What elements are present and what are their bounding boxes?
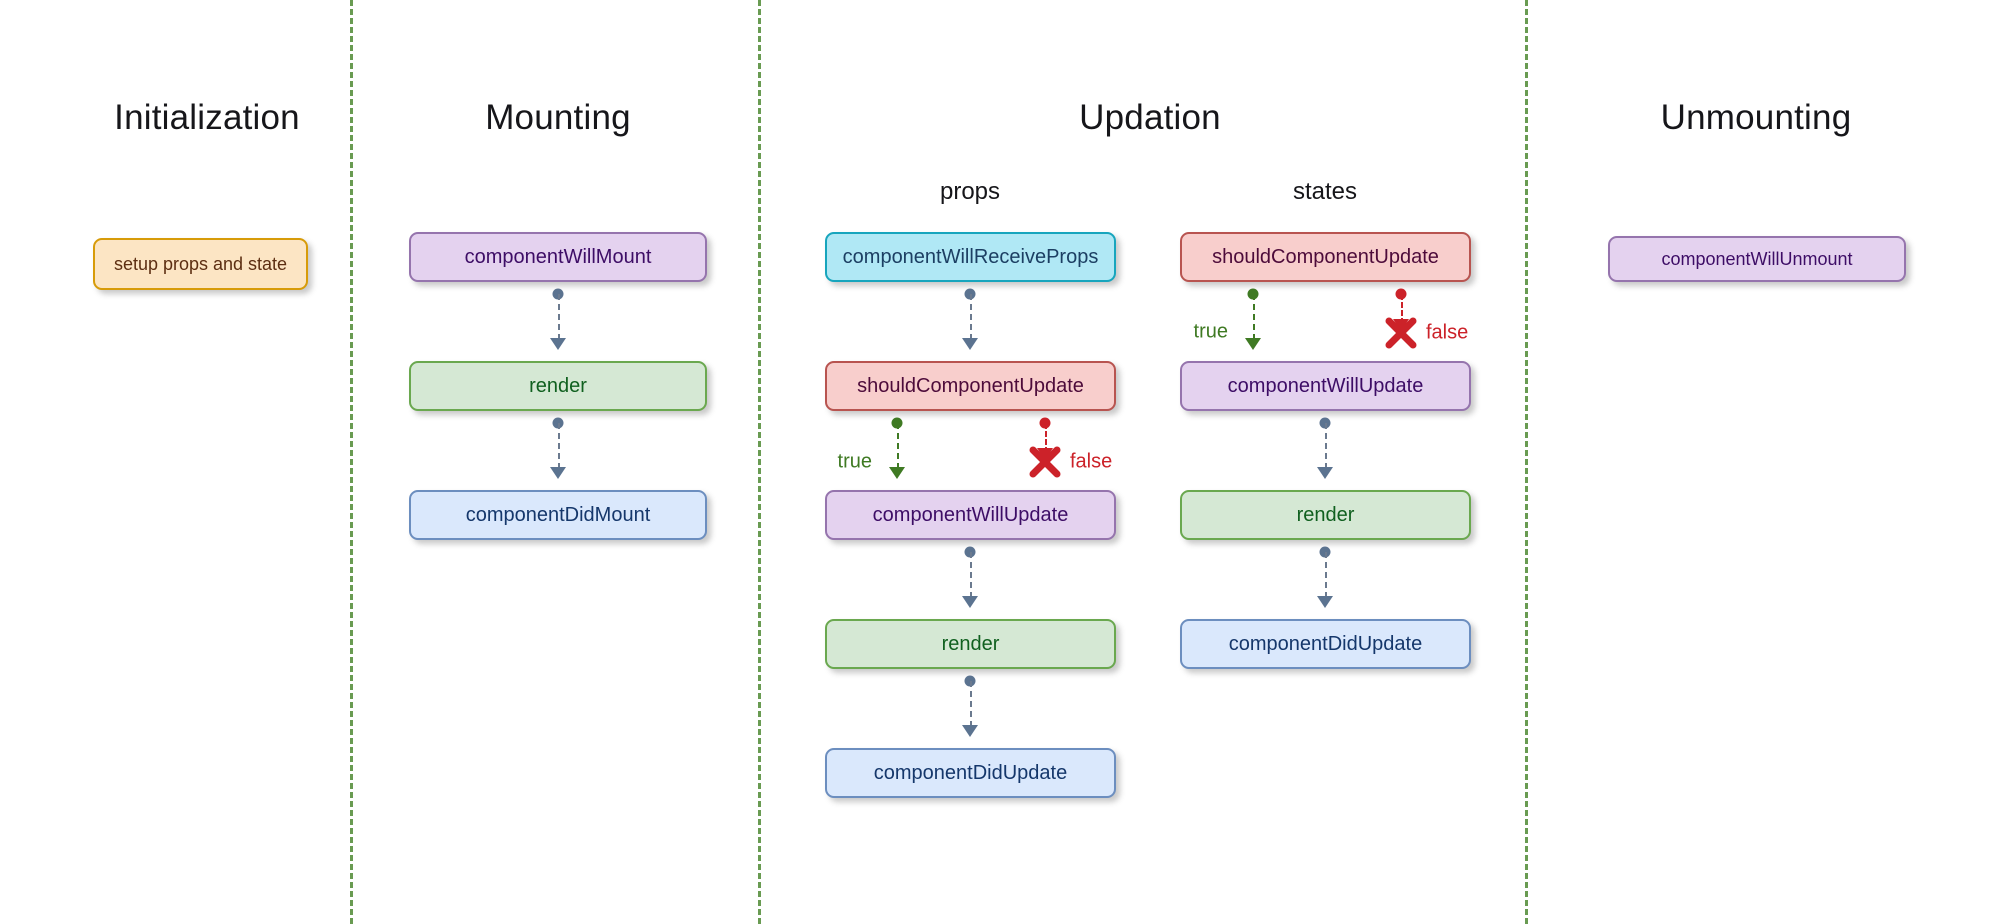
blocked-x-icon (1028, 445, 1062, 479)
branch-label-true: true (1193, 320, 1228, 343)
node-render-mounting[interactable]: render (409, 361, 707, 411)
branch-label-false: false (1426, 321, 1469, 344)
connector-arrowhead (1317, 596, 1333, 608)
section-divider-1 (350, 0, 353, 924)
branch-label-false: false (1070, 450, 1113, 473)
branch-arrowhead-true (889, 467, 905, 479)
node-component-will-mount[interactable]: componentWillMount (409, 232, 707, 282)
connector-arrowhead (962, 725, 978, 737)
section-title-mounting: Mounting (485, 98, 631, 137)
node-component-will-receive-props[interactable]: componentWillReceiveProps (825, 232, 1116, 282)
node-component-did-update-props[interactable]: componentDidUpdate (825, 748, 1116, 798)
branch-arrowhead-true (1245, 338, 1261, 350)
branch-line-true (897, 423, 899, 469)
connector-arrowhead (550, 467, 566, 479)
branch-line-false (1401, 294, 1403, 324)
connector-line (558, 294, 560, 340)
node-component-will-update-props[interactable]: componentWillUpdate (825, 490, 1116, 540)
node-component-did-update-states[interactable]: componentDidUpdate (1180, 619, 1471, 669)
section-title-updation: Updation (1079, 98, 1221, 137)
section-title-initialization: Initialization (114, 98, 300, 137)
connector-line (970, 294, 972, 340)
connector-line (1325, 423, 1327, 469)
subcolumn-title-props: props (939, 178, 1001, 205)
branch-label-true: true (837, 450, 872, 473)
connector-arrowhead (962, 596, 978, 608)
node-component-did-mount[interactable]: componentDidMount (409, 490, 707, 540)
connector-line (558, 423, 560, 469)
connector-line (970, 552, 972, 598)
connector-arrowhead (550, 338, 566, 350)
blocked-x-icon (1384, 316, 1418, 350)
section-divider-3 (1525, 0, 1528, 924)
connector-arrowhead (962, 338, 978, 350)
node-component-will-unmount[interactable]: componentWillUnmount (1608, 236, 1906, 282)
section-divider-2 (758, 0, 761, 924)
subcolumn-title-states: states (1292, 178, 1358, 205)
node-render-states[interactable]: render (1180, 490, 1471, 540)
node-should-component-update-props[interactable]: shouldComponentUpdate (825, 361, 1116, 411)
connector-line (970, 681, 972, 727)
branch-line-true (1253, 294, 1255, 340)
connector-line (1325, 552, 1327, 598)
node-render-props[interactable]: render (825, 619, 1116, 669)
connector-arrowhead (1317, 467, 1333, 479)
node-setup-props-and-state[interactable]: setup props and state (93, 238, 308, 290)
node-component-will-update-states[interactable]: componentWillUpdate (1180, 361, 1471, 411)
node-should-component-update-states[interactable]: shouldComponentUpdate (1180, 232, 1471, 282)
branch-line-false (1045, 423, 1047, 453)
section-title-unmounting: Unmounting (1660, 98, 1852, 137)
